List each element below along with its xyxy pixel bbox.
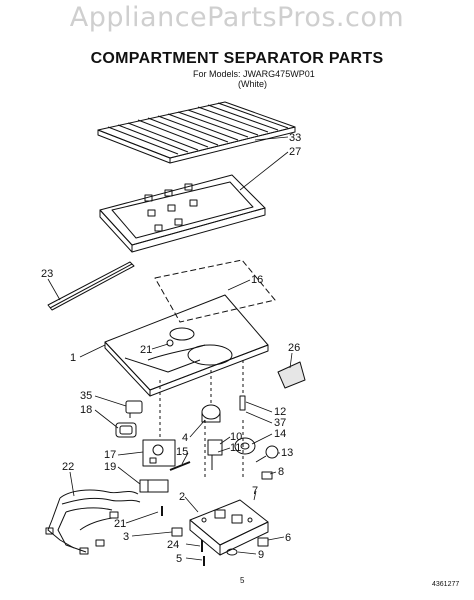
part-6-clip [257, 537, 269, 547]
watermark: AppliancePartsPros.com [69, 2, 405, 33]
callout-9: 9 [258, 549, 264, 561]
color-line: (White) [238, 79, 267, 89]
callout-27: 27 [289, 146, 301, 158]
callout-10: 10 [230, 431, 242, 443]
callout-14: 14 [274, 428, 286, 440]
part-22-wire-harness [45, 489, 141, 555]
callout-19: 19 [104, 461, 116, 473]
page-number: 5 [240, 576, 245, 585]
callout-15: 15 [176, 446, 188, 458]
part-3-connector [171, 527, 183, 537]
assembly-lines [159, 360, 244, 480]
model-info: For Models: JWARG475WP01 (White) [193, 69, 315, 89]
part-14-damper [234, 437, 256, 455]
part-4-control-knob [201, 404, 221, 423]
callout-17: 17 [104, 449, 116, 461]
callout-35: 35 [80, 390, 92, 402]
part-15-sensor [169, 461, 191, 471]
callout-24: 24 [167, 539, 179, 551]
callout-4: 4 [182, 432, 188, 444]
callout-7: 7 [252, 485, 258, 497]
diagram-title: COMPARTMENT SEPARATOR PARTS [90, 50, 384, 67]
callout-37: 37 [274, 417, 286, 429]
leader-lines [47, 136, 293, 561]
callout-26: 26 [288, 342, 300, 354]
callout-3: 3 [123, 531, 129, 543]
part-19-bracket [139, 479, 169, 493]
part-8-clip [261, 471, 273, 480]
callout-22: 22 [62, 461, 74, 473]
part-1-separator [104, 294, 269, 397]
part-35-lamp-socket [125, 400, 143, 418]
callout-5: 5 [176, 553, 182, 565]
callout-33: 33 [289, 132, 301, 144]
part-9-washer [226, 548, 238, 556]
callout-8: 8 [278, 466, 284, 478]
part-17-switch-housing [142, 439, 176, 467]
callout-16: 16 [251, 274, 263, 286]
callout-6: 6 [285, 532, 291, 544]
part-10-thermostat [207, 439, 223, 470]
callout-labels: 33 27 23 16 1 21 26 35 18 12 37 14 4 10 … [41, 132, 301, 565]
part-23-strip [47, 261, 135, 311]
part-16-gasket [154, 259, 276, 323]
callout-2: 2 [179, 491, 185, 503]
callout-18: 18 [80, 404, 92, 416]
callout-23: 23 [41, 268, 53, 280]
part-13-bulb [255, 445, 279, 463]
part-26-insulation [277, 361, 306, 389]
part-18-lens [115, 422, 137, 438]
part-27-frame [99, 174, 266, 253]
models-line: For Models: JWARG475WP01 [193, 69, 315, 79]
part-12-screw [239, 395, 246, 411]
document-code: 4361277 [432, 581, 460, 588]
callout-12: 12 [274, 406, 286, 418]
callout-21-lower: 21 [114, 518, 126, 530]
callout-1: 1 [70, 352, 76, 364]
callout-11: 11 [230, 442, 241, 454]
part-33-cover-panel [97, 101, 296, 164]
callout-13: 13 [281, 447, 293, 459]
callout-21-upper: 21 [140, 344, 152, 356]
part-2-control-housing [189, 499, 269, 556]
